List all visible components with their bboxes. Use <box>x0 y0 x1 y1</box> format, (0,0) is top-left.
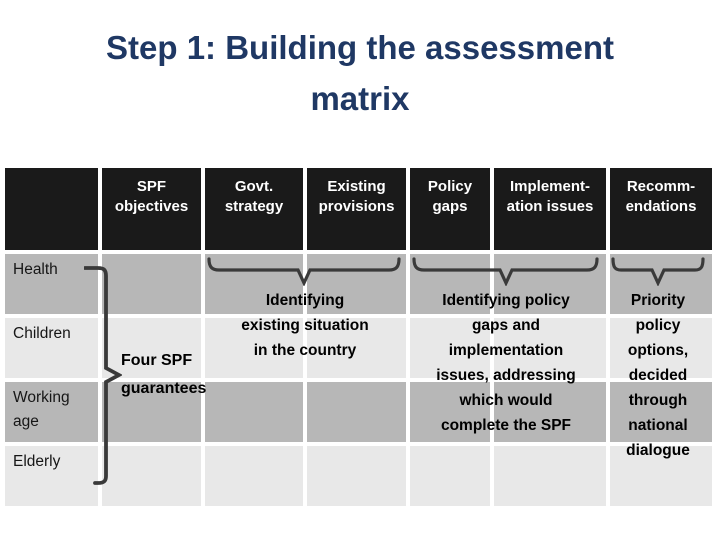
row-label-working-age: Working age <box>5 382 98 442</box>
annotation-four-spf-guarantees: Four SPF guarantees <box>121 352 207 397</box>
priority-curly-brace <box>611 257 705 286</box>
table-cell <box>102 318 201 378</box>
page-title: Step 1: Building the assessment matrix <box>106 29 614 117</box>
table-cell <box>102 382 201 442</box>
row-label-children: Children <box>5 318 98 378</box>
table-cell <box>610 318 712 378</box>
column-header-recommendations: Recomm- endations <box>610 168 712 250</box>
table-cell <box>610 382 712 442</box>
table-cell <box>494 254 606 314</box>
table-cell <box>410 382 490 442</box>
table-cell <box>494 318 606 378</box>
table-cell <box>307 446 406 506</box>
situation-curly-brace <box>207 257 401 286</box>
column-header-implementation-issues: Implement- ation issues <box>494 168 606 250</box>
column-header-policy-gaps: Policy gaps <box>410 168 490 250</box>
table-cell <box>102 254 201 314</box>
table-cell <box>307 254 406 314</box>
table-cell <box>205 254 303 314</box>
row-label-health: Health <box>5 254 98 314</box>
table-cell <box>494 446 606 506</box>
annotation-priority-options: Priority policy options, decided through… <box>626 292 690 459</box>
assessment-matrix-table: SPF objectives Govt. strategy Existing p… <box>5 168 712 506</box>
table-cell <box>205 446 303 506</box>
table-cell <box>610 254 712 314</box>
table-cell <box>410 318 490 378</box>
column-header-spf-objectives: SPF objectives <box>102 168 201 250</box>
table-cell <box>102 446 201 506</box>
gaps-curly-brace <box>412 257 599 286</box>
annotation-identify-gaps: Identifying policy gaps and implementati… <box>436 292 576 434</box>
table-cell <box>410 254 490 314</box>
table-cell <box>205 382 303 442</box>
table-cell <box>307 382 406 442</box>
rows-curly-brace <box>84 266 122 485</box>
column-header-existing-provisions: Existing provisions <box>307 168 406 250</box>
corner-header-cell <box>5 168 98 250</box>
table-cell <box>205 318 303 378</box>
table-cell <box>307 318 406 378</box>
table-cell <box>410 446 490 506</box>
row-label-elderly: Elderly <box>5 446 98 506</box>
table-cell <box>494 382 606 442</box>
table-cell <box>610 446 712 506</box>
column-header-govt-strategy: Govt. strategy <box>205 168 303 250</box>
annotation-identify-situation: Identifying existing situation in the co… <box>241 292 369 359</box>
